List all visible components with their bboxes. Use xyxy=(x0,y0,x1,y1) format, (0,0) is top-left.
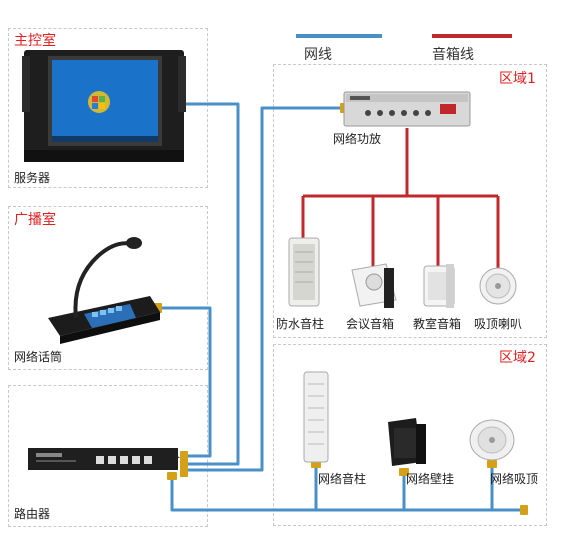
waterproof-column-speaker xyxy=(288,237,320,307)
control-room-box xyxy=(8,28,208,188)
legend-speaker-label: 音箱线 xyxy=(432,47,474,63)
classroom-speaker xyxy=(423,264,455,308)
router-label: 路由器 xyxy=(14,507,51,521)
cable-router-zone2 xyxy=(170,474,525,512)
zone1-speaker-label: 吸顶喇叭 xyxy=(474,317,523,331)
ceiling-speaker-zone1 xyxy=(479,267,517,305)
zone2-title: 区域2 xyxy=(499,350,536,366)
zone1-speaker-label: 会议音箱 xyxy=(346,317,395,331)
cable-server-router xyxy=(183,102,240,466)
zone2-speaker-label: 网络吸顶 xyxy=(490,472,539,486)
zone2-box xyxy=(273,344,547,526)
broadcast-room-box xyxy=(8,206,208,370)
zone1-speaker-label: 教室音箱 xyxy=(413,317,462,331)
cable-mic-router xyxy=(160,306,212,458)
zone2-speaker-label: 网络音柱 xyxy=(318,472,367,486)
zone1-title: 区域1 xyxy=(499,71,536,87)
conference-speaker xyxy=(351,263,397,308)
zone1-box xyxy=(273,64,547,338)
amplifier-label: 网络功放 xyxy=(333,132,382,146)
network-wall-speaker xyxy=(388,418,426,466)
router-device xyxy=(28,448,180,470)
control-room-title: 主控室 xyxy=(14,33,56,49)
speaker-cables xyxy=(301,128,500,270)
cable-router-amp xyxy=(184,106,344,472)
legend-network-label: 网线 xyxy=(304,47,332,63)
zone1-speaker-label: 防水音柱 xyxy=(276,317,325,331)
server-monitor xyxy=(22,50,186,162)
server-label: 服务器 xyxy=(14,171,51,185)
paging-mic-label: 网络话筒 xyxy=(14,350,63,364)
zone2-speaker-label: 网络壁挂 xyxy=(406,472,455,486)
network-amplifier xyxy=(343,91,471,127)
network-ceiling-speaker xyxy=(469,419,515,461)
paging-microphone xyxy=(48,237,160,344)
network-column-speaker xyxy=(303,371,329,463)
broadcast-room-title: 广播室 xyxy=(14,212,56,228)
network-cables xyxy=(160,102,525,512)
